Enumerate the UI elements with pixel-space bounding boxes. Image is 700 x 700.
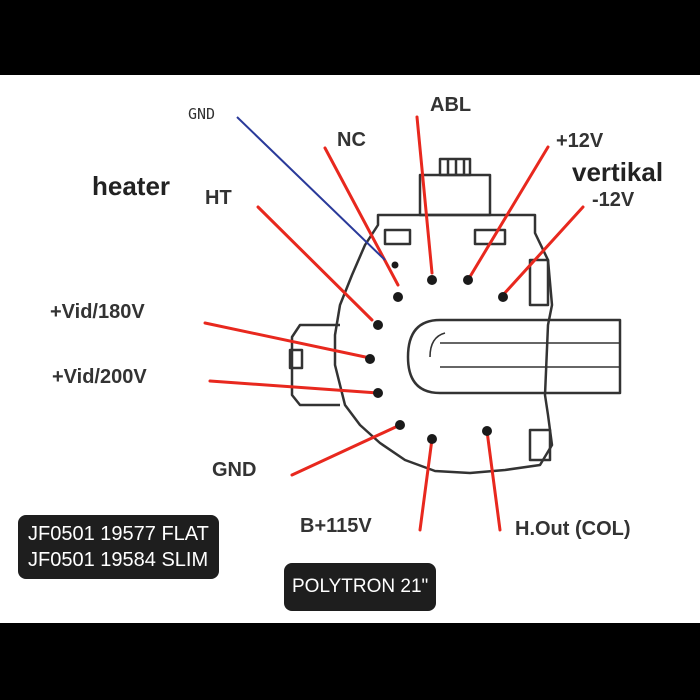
right-tab-top [528, 258, 550, 307]
label-gnd-top: GND [188, 105, 216, 123]
label-abl: ABL [430, 94, 472, 116]
pin-ht [373, 320, 383, 330]
top-connector [418, 173, 492, 217]
part-number-line1: JF0501 19577 FLAT [28, 523, 209, 545]
transformer-body [333, 213, 554, 475]
pin-vid200 [373, 388, 383, 398]
label-gnd-bottom: GND [212, 459, 257, 481]
leader-minus12v [501, 205, 585, 297]
pin-minus12v [498, 292, 508, 302]
label-hout: H.Out (COL) [515, 518, 631, 540]
top-clip-left [383, 228, 412, 246]
left-bracket [290, 323, 340, 407]
label-vid180: +Vid/180V [50, 301, 145, 323]
pin-gnd-bottom [395, 420, 405, 430]
pin-abl [427, 275, 437, 285]
flyback-pinout-diagram [203, 115, 622, 532]
brand-label: POLYTRON 21" [292, 576, 429, 597]
label-ht: HT [205, 187, 232, 209]
leader-nc [323, 146, 400, 287]
diagram-frame: GND ABL NC +12V vertikal -12V heater HT … [0, 75, 700, 623]
pin-bplus [427, 434, 437, 444]
label-minus12v: -12V [592, 189, 635, 211]
label-nc: NC [337, 129, 366, 151]
label-vertikal: vertikal [572, 157, 664, 187]
label-heater: heater [92, 171, 171, 201]
anode-cable [406, 318, 622, 395]
right-tab-bottom [528, 428, 552, 462]
leader-gnd-bottom [290, 423, 402, 477]
leader-vid180 [203, 321, 372, 360]
pin-plus12v [463, 275, 473, 285]
pin-nc [393, 292, 403, 302]
label-bplus: B+115V [300, 515, 372, 537]
brand-box: POLYTRON 21" [284, 563, 437, 611]
leader-plus12v [466, 145, 550, 282]
leader-abl [415, 115, 434, 275]
label-vid200: +Vid/200V [52, 366, 147, 388]
label-plus12v: +12V [556, 130, 604, 152]
part-number-box: JF0501 19577 FLAT JF0501 19584 SLIM [18, 515, 219, 579]
left-bracket-tab [288, 348, 304, 370]
leader-ht [256, 205, 374, 322]
leader-vid200 [208, 379, 380, 395]
pin-hout [482, 426, 492, 436]
part-number-line2: JF0501 19584 SLIM [28, 549, 209, 571]
leader-hout [485, 429, 502, 532]
leader-gnd-top [236, 116, 386, 261]
leader-bplus [418, 437, 434, 532]
pin-vid180 [365, 354, 375, 364]
